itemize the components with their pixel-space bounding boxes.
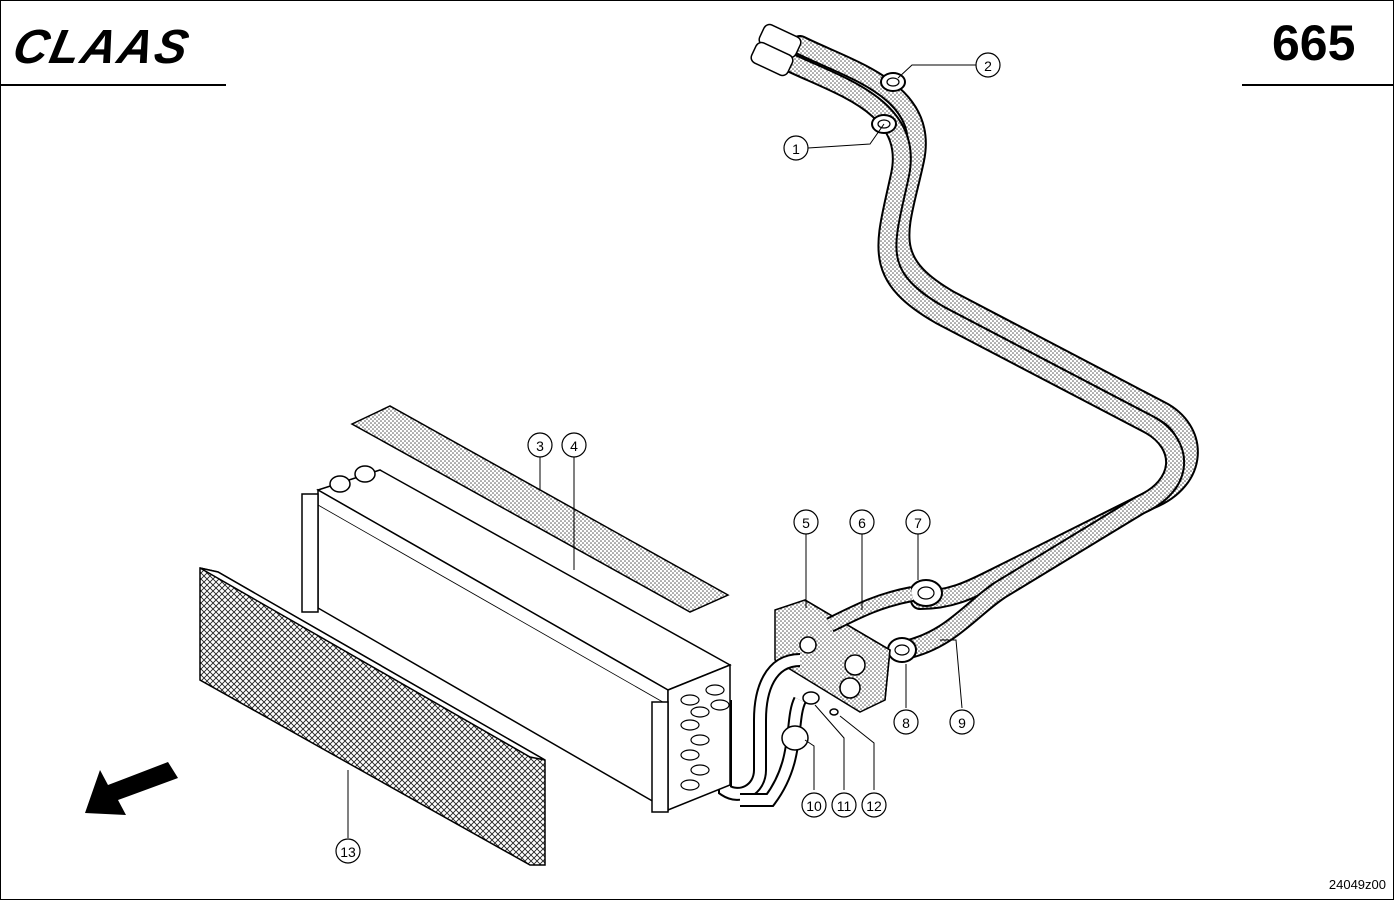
callout-label-7: 7 (914, 515, 922, 531)
callout-13 (335, 838, 361, 864)
callout-label-12: 12 (866, 798, 882, 814)
callout-markers (335, 52, 1001, 864)
callout-3 (527, 432, 553, 458)
callout-label-4: 4 (570, 438, 578, 454)
callout-label-8: 8 (902, 715, 910, 731)
callout-2 (975, 52, 1001, 78)
callout-11 (831, 792, 857, 818)
callout-label-10: 10 (806, 798, 822, 814)
seal-strip (350, 405, 730, 613)
heater-core (301, 465, 732, 813)
callout-9 (949, 709, 975, 735)
callout-8 (893, 709, 919, 735)
callout-label-1: 1 (792, 141, 800, 157)
callout-1 (783, 135, 809, 161)
callout-label-5: 5 (802, 515, 810, 531)
callout-label-13: 13 (340, 844, 356, 860)
callout-label-6: 6 (858, 515, 866, 531)
callout-label-9: 9 (958, 715, 966, 731)
page-number: 665 (1272, 15, 1356, 71)
leader-lines (347, 64, 976, 838)
callout-5 (793, 509, 819, 535)
callout-label-11: 11 (837, 798, 852, 814)
callout-10 (801, 792, 827, 818)
callout-4 (561, 432, 587, 458)
mesh-filter (199, 567, 546, 866)
hose-assembly (750, 23, 1199, 663)
callout-7 (905, 509, 931, 535)
callout-label-2: 2 (984, 58, 992, 74)
callout-6 (849, 509, 875, 535)
drawing-id: 24049z00 (1328, 877, 1386, 892)
header-rule-left (0, 84, 226, 86)
direction-arrow-icon (85, 762, 178, 815)
header-rule-right (1242, 84, 1394, 86)
valve-block (718, 586, 914, 807)
callout-12 (861, 792, 887, 818)
callout-label-3: 3 (536, 438, 544, 454)
